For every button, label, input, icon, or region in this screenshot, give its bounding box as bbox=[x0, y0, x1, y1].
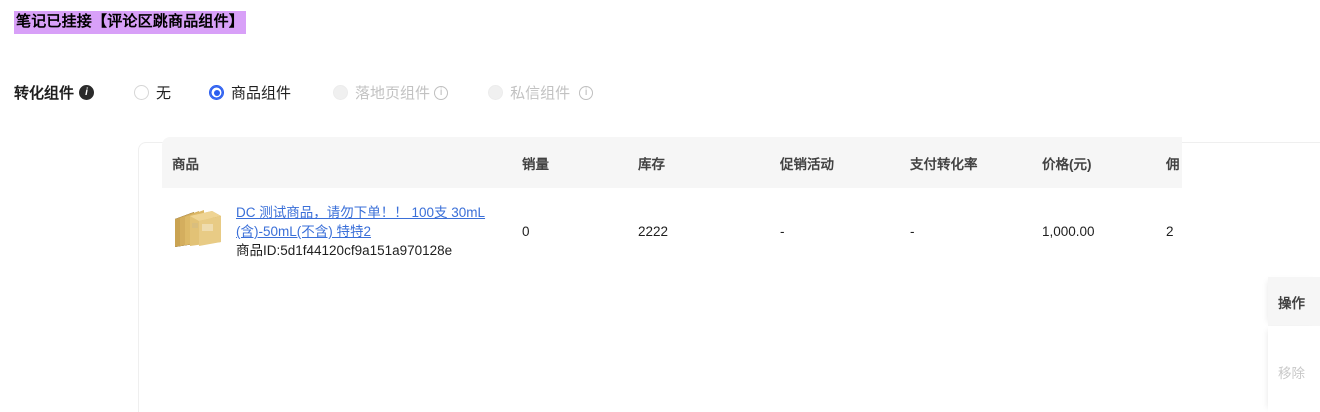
cell-sales: 0 bbox=[522, 188, 638, 274]
product-table-header: 商品 销量 库存 促销活动 支付转化率 价格(元) 佣 bbox=[162, 137, 1182, 188]
product-cell: DC 测试商品，请勿下单！！ 100支 30mL(含)-50mL(不含) 特特2… bbox=[172, 202, 522, 260]
column-header-promo: 促销活动 bbox=[780, 137, 910, 188]
column-header-sales: 销量 bbox=[522, 137, 638, 188]
radio-dot-checked-icon[interactable] bbox=[209, 85, 225, 100]
conversion-component-row: 转化组件 i 无 商品组件 落地页组件 i 私信组件 i bbox=[14, 82, 594, 103]
radio-option-private-message-label: 私信组件 bbox=[510, 85, 571, 102]
radio-option-landing-page: 落地页组件 i bbox=[333, 82, 449, 103]
cell-pay-rate: - bbox=[910, 188, 1042, 274]
product-text: DC 测试商品，请勿下单！！ 100支 30mL(含)-50mL(不含) 特特2… bbox=[236, 202, 498, 260]
table-header-row: 商品 销量 库存 促销活动 支付转化率 价格(元) 佣 bbox=[162, 137, 1182, 188]
sticky-action-column: 操作 移除 bbox=[1268, 0, 1320, 412]
cell-stock: 2222 bbox=[638, 188, 780, 274]
column-header-price: 价格(元) bbox=[1042, 137, 1166, 188]
radio-option-none[interactable]: 无 bbox=[134, 82, 171, 103]
cell-product: DC 测试商品，请勿下单！！ 100支 30mL(含)-50mL(不含) 特特2… bbox=[162, 188, 522, 274]
conversion-component-label-text: 转化组件 bbox=[14, 85, 75, 102]
column-header-commission: 佣 bbox=[1166, 137, 1182, 188]
column-header-stock: 库存 bbox=[638, 137, 780, 188]
product-table-body: DC 测试商品，请勿下单！！ 100支 30mL(含)-50mL(不含) 特特2… bbox=[162, 188, 1182, 274]
product-box-thumbnail-icon bbox=[172, 202, 224, 254]
radio-option-landing-page-label: 落地页组件 bbox=[355, 85, 431, 102]
info-outline-icon[interactable]: i bbox=[579, 85, 594, 100]
cell-price: 1,000.00 bbox=[1042, 188, 1166, 274]
table-row: DC 测试商品，请勿下单！！ 100支 30mL(含)-50mL(不含) 特特2… bbox=[162, 188, 1182, 274]
remove-product-link[interactable]: 移除 bbox=[1268, 326, 1320, 412]
column-header-pay-rate: 支付转化率 bbox=[910, 137, 1042, 188]
column-header-action: 操作 bbox=[1268, 277, 1320, 326]
conversion-component-radio-group: 无 商品组件 落地页组件 i 私信组件 i bbox=[134, 82, 594, 103]
cell-commission: 2 bbox=[1166, 188, 1182, 274]
info-solid-icon[interactable]: i bbox=[79, 85, 95, 100]
radio-dot-disabled-icon bbox=[488, 85, 504, 100]
column-header-product: 商品 bbox=[162, 137, 522, 188]
radio-option-product-component[interactable]: 商品组件 bbox=[209, 82, 291, 103]
page-title: 笔记已挂接【评论区跳商品组件】 bbox=[14, 11, 247, 34]
cell-promo: - bbox=[780, 188, 910, 274]
product-table-element: 商品 销量 库存 促销活动 支付转化率 价格(元) 佣 bbox=[162, 137, 1182, 274]
info-outline-icon[interactable]: i bbox=[434, 85, 449, 100]
radio-option-private-message: 私信组件 i bbox=[488, 82, 594, 103]
radio-option-none-label: 无 bbox=[156, 85, 172, 102]
conversion-component-label: 转化组件 i bbox=[14, 82, 95, 103]
page-title-highlight: 笔记已挂接【评论区跳商品组件】 bbox=[14, 11, 247, 34]
radio-dot-disabled-icon bbox=[333, 85, 349, 100]
radio-option-product-component-label: 商品组件 bbox=[231, 85, 292, 102]
product-table: 商品 销量 库存 促销活动 支付转化率 价格(元) 佣 bbox=[162, 137, 1182, 300]
radio-dot-icon[interactable] bbox=[134, 85, 150, 100]
product-id-text: 商品ID:5d1f44120cf9a151a970128e bbox=[236, 243, 453, 258]
product-name-link[interactable]: DC 测试商品，请勿下单！！ 100支 30mL(含)-50mL(不含) 特特2 bbox=[236, 205, 486, 239]
